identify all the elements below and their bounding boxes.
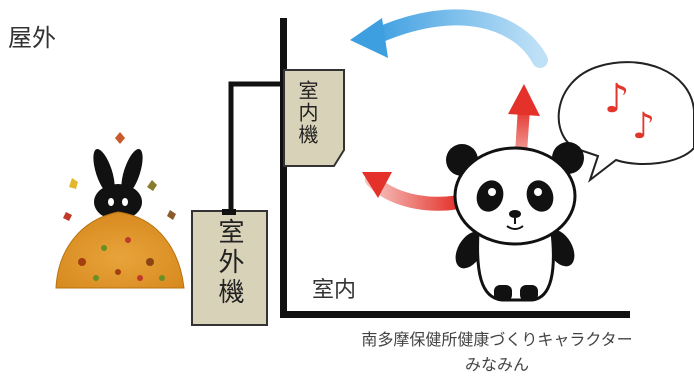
leaf-pile-icon	[55, 132, 185, 289]
speech-bubble-icon: ♪ ♪	[557, 61, 694, 183]
indoor-unit-label: 室内機	[295, 80, 319, 146]
caption-line-2: みなみん	[464, 355, 529, 374]
caption-line-1: 南多摩保健所健康づくりキャラクター	[361, 330, 633, 349]
blue-arrow-icon	[350, 9, 548, 68]
outdoor-unit-label: 室外機	[214, 218, 244, 308]
music-note-1: ♪	[604, 76, 630, 122]
music-note-2: ♪	[632, 106, 655, 147]
refrigerant-pipe	[228, 81, 290, 215]
indoor-label: 室内	[312, 278, 357, 303]
indoor-unit	[283, 69, 345, 167]
outdoor-unit	[191, 209, 268, 326]
outdoor-label: 屋外	[8, 24, 56, 52]
panda-icon	[446, 142, 584, 302]
wall	[280, 18, 630, 318]
